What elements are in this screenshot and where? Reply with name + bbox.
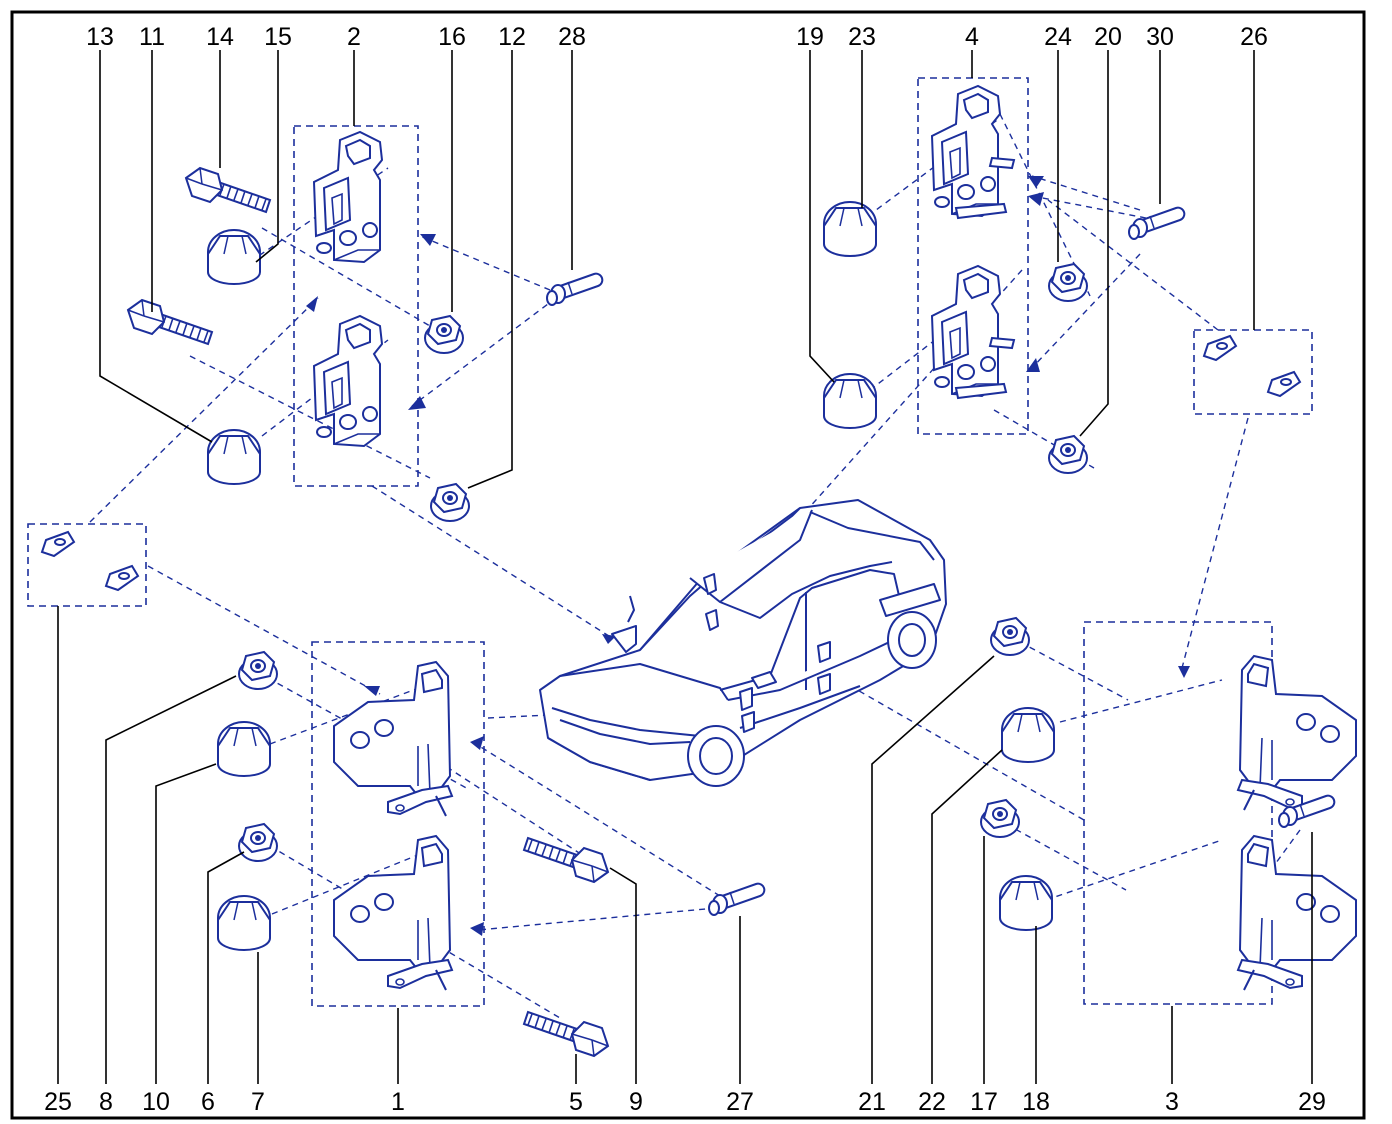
callout-4: 4 — [965, 23, 979, 51]
leader-lines — [57, 50, 1313, 1084]
callout-19: 19 — [796, 23, 824, 51]
callout-7: 7 — [251, 1088, 265, 1116]
callout-10: 10 — [142, 1088, 170, 1116]
callout-8: 8 — [99, 1088, 113, 1116]
parts-top-left — [127, 131, 604, 522]
callout-21: 21 — [858, 1088, 886, 1116]
callout-18: 18 — [1022, 1088, 1050, 1116]
callout-20: 20 — [1094, 23, 1122, 51]
callout-labels: 13 11 14 15 2 16 12 28 19 23 4 24 20 30 … — [44, 23, 1326, 1116]
callout-25: 25 — [44, 1088, 72, 1116]
car-illustration — [539, 499, 947, 787]
callout-13: 13 — [86, 23, 114, 51]
group-boxes — [27, 77, 1313, 1007]
callout-17: 17 — [970, 1088, 998, 1116]
callout-3: 3 — [1165, 1088, 1179, 1116]
callout-27: 27 — [726, 1088, 754, 1116]
callout-5: 5 — [569, 1088, 583, 1116]
callout-6: 6 — [201, 1088, 215, 1116]
callout-9: 9 — [629, 1088, 643, 1116]
callout-15: 15 — [264, 23, 292, 51]
callout-24: 24 — [1044, 23, 1072, 51]
callout-28: 28 — [558, 23, 586, 51]
parts-left-clips — [41, 531, 139, 591]
callout-2: 2 — [347, 23, 361, 51]
callout-16: 16 — [438, 23, 466, 51]
callout-22: 22 — [918, 1088, 946, 1116]
callout-14: 14 — [206, 23, 234, 51]
callout-1: 1 — [391, 1088, 405, 1116]
callout-30: 30 — [1146, 23, 1174, 51]
callout-26: 26 — [1240, 23, 1268, 51]
callout-11: 11 — [139, 23, 165, 51]
callout-23: 23 — [848, 23, 876, 51]
parts-bottom-right — [980, 617, 1357, 991]
diagram-frame — [10, 10, 1366, 1120]
callout-29: 29 — [1298, 1088, 1326, 1116]
parts-top-right — [823, 86, 1301, 474]
callout-12: 12 — [498, 23, 526, 51]
